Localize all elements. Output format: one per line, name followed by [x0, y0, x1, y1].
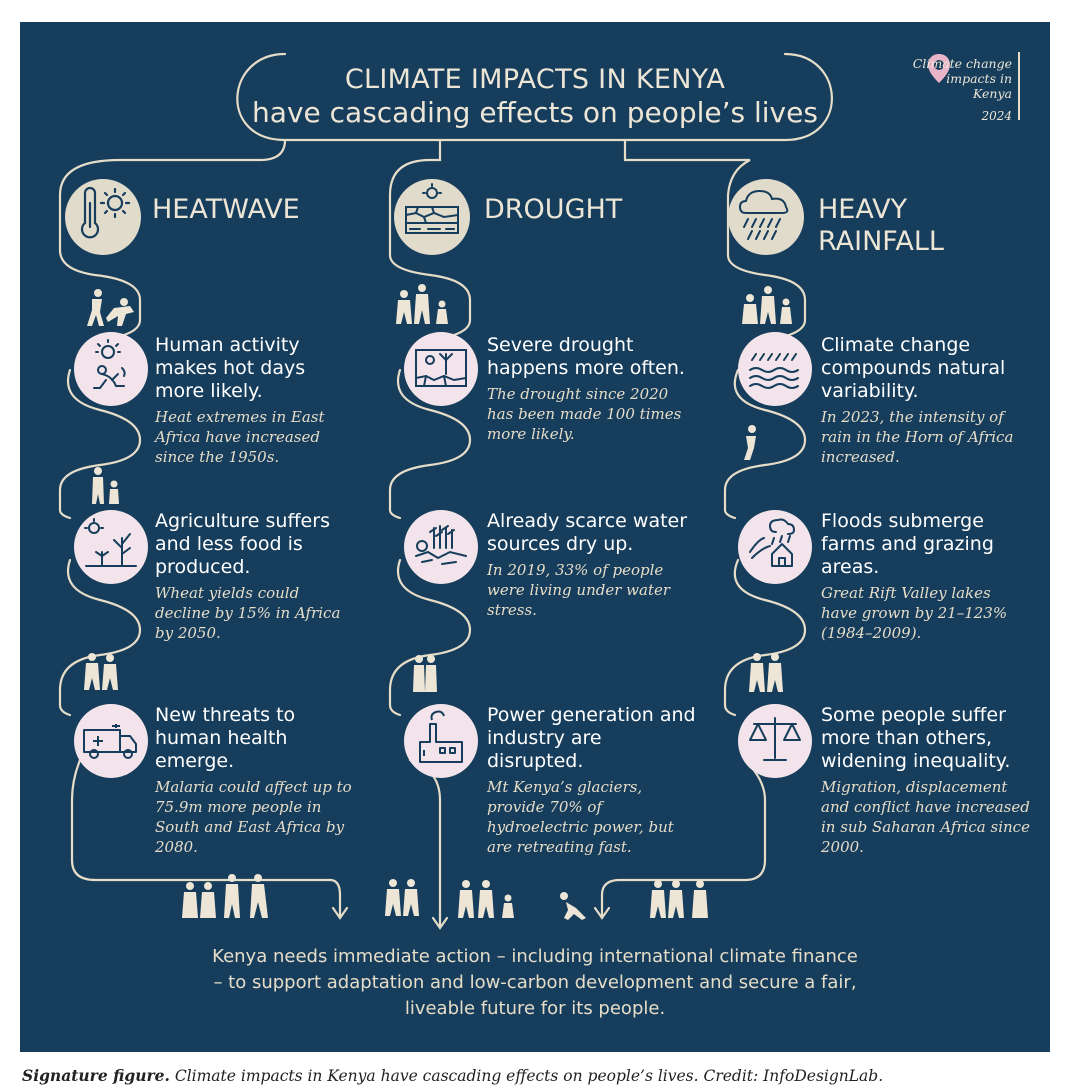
- page-title: CLIMATE IMPACTS IN KENYA: [344, 64, 726, 95]
- caption-label: Signature figure.: [22, 1066, 170, 1085]
- people-pair-icon: [92, 467, 119, 504]
- connector-heatwave: [58, 138, 287, 207]
- map-pin-icon: [928, 54, 950, 83]
- ambulance-icon: [74, 704, 148, 778]
- flow-heatwave-2: [58, 368, 142, 520]
- item-detail: Malaria could affect up to 75.9m more pe…: [155, 778, 352, 856]
- item-heading: Human activity makes hot days more likel…: [155, 334, 306, 402]
- figure-caption: Signature figure. Climate impacts in Ken…: [22, 1066, 883, 1085]
- item-drought-1: Severe drought happens more often. The d…: [487, 334, 687, 444]
- item-heading: Already scarce water sources dry up.: [487, 510, 688, 555]
- connector-rainfall: [623, 138, 751, 207]
- arrow-rainfall: [593, 906, 611, 920]
- hazard-title-rainfall: HEAVY RAINFALL: [818, 194, 944, 257]
- flow-heatwave-3: [58, 558, 142, 717]
- people-group-icon-1: [182, 874, 268, 918]
- badge-text: Climate change impacts in Kenya: [912, 56, 1012, 101]
- item-heading: Severe drought happens more often.: [487, 334, 685, 379]
- dry-land-icon: [404, 332, 478, 406]
- dry-riverbed-icon: [404, 510, 478, 584]
- badge-divider: [1018, 52, 1020, 120]
- people-pair-icon-2: [84, 653, 118, 690]
- item-heading: Floods submerge farms and grazing areas.: [821, 510, 994, 578]
- item-heading: Climate change compounds natural variabi…: [821, 334, 1006, 402]
- item-detail: Great Rift Valley lakes have grown by 21…: [821, 584, 1008, 642]
- flow-rainfall-1: [726, 203, 807, 342]
- caption-text: Climate impacts in Kenya have cascading …: [174, 1067, 884, 1085]
- footer-text: Kenya needs immediate action – including…: [20, 944, 1050, 1022]
- withered-crops-icon: [74, 510, 148, 584]
- flow-rainfall-3: [723, 558, 807, 717]
- hazard-title-heatwave: HEATWAVE: [152, 194, 300, 225]
- item-heading: New threats to human health emerge.: [155, 704, 296, 772]
- item-heading: Power generation and industry are disrup…: [487, 704, 696, 772]
- people-pair-icon-4: [749, 653, 783, 692]
- flow-rainfall-2: [723, 368, 807, 520]
- scales-icon: [738, 704, 812, 778]
- people-group-icon-2: [650, 880, 708, 918]
- page-subtitle: have cascading effects on people’s lives: [252, 96, 818, 129]
- flooded-house-icon: [738, 510, 812, 584]
- rain-cloud-icon: [728, 179, 804, 255]
- item-drought-3: Power generation and industry are disrup…: [487, 704, 697, 857]
- thermometer-sun-icon: [65, 179, 141, 255]
- badge-year: 2024: [981, 109, 1012, 123]
- badge: Climate change impacts in Kenya 2024: [908, 56, 1012, 124]
- flow-rainfall-4: [600, 758, 767, 917]
- item-detail: The drought since 2020 has been made 100…: [487, 385, 682, 443]
- people-pair-icon-3: [385, 879, 419, 916]
- footer-message: Kenya needs immediate action – including…: [212, 946, 858, 1019]
- item-detail: Migration, displacement and conflict hav…: [821, 778, 1030, 856]
- title-bracket: [236, 52, 833, 142]
- item-detail: Wheat yields could decline by 15% in Afr…: [155, 584, 341, 642]
- item-detail: Heat extremes in East Africa have increa…: [155, 408, 325, 466]
- walking-people-icon: [87, 289, 134, 326]
- flow-heatwave-1: [58, 203, 142, 342]
- item-drought-2: Already scarce water sources dry up. In …: [487, 510, 697, 620]
- flow-drought-2: [388, 368, 472, 520]
- item-heading: Agriculture suffers and less food is pro…: [155, 510, 330, 578]
- people-family-icon-2: [458, 880, 514, 918]
- connector-drought: [388, 138, 442, 207]
- people-family-icon: [396, 284, 448, 324]
- people-family-icon-3: [742, 286, 792, 324]
- flow-drought-3: [388, 558, 472, 717]
- arrow-heatwave: [331, 906, 349, 920]
- item-detail: In 2023, the intensity of rain in the Ho…: [821, 408, 1014, 466]
- fallen-person-icon: [560, 892, 586, 920]
- arrow-drought: [431, 916, 449, 930]
- cracked-earth-icon: [394, 179, 470, 255]
- factory-icon: [404, 704, 478, 778]
- item-heatwave-2: Agriculture suffers and less food is pro…: [155, 510, 355, 643]
- heat-stroke-person-icon: [74, 332, 148, 406]
- item-detail: Mt Kenya’s glaciers, provide 70% of hydr…: [487, 778, 674, 856]
- item-rainfall-2: Floods submerge farms and grazing areas.…: [821, 510, 1031, 643]
- item-heading: Some people suffer more than others, wid…: [821, 704, 1011, 772]
- item-heatwave-3: New threats to human health emerge. Mala…: [155, 704, 355, 857]
- item-rainfall-1: Climate change compounds natural variabi…: [821, 334, 1031, 467]
- flow-heatwave-4: [70, 758, 342, 917]
- crouching-person-icon: [744, 425, 756, 460]
- item-detail: In 2019, 33% of people were living under…: [487, 561, 671, 619]
- person-standing-icon: [413, 655, 437, 692]
- hazard-title-drought: DROUGHT: [484, 194, 623, 225]
- item-heatwave-1: Human activity makes hot days more likel…: [155, 334, 355, 467]
- rain-waves-icon: [738, 332, 812, 406]
- item-rainfall-3: Some people suffer more than others, wid…: [821, 704, 1036, 857]
- flow-drought-1: [388, 203, 472, 342]
